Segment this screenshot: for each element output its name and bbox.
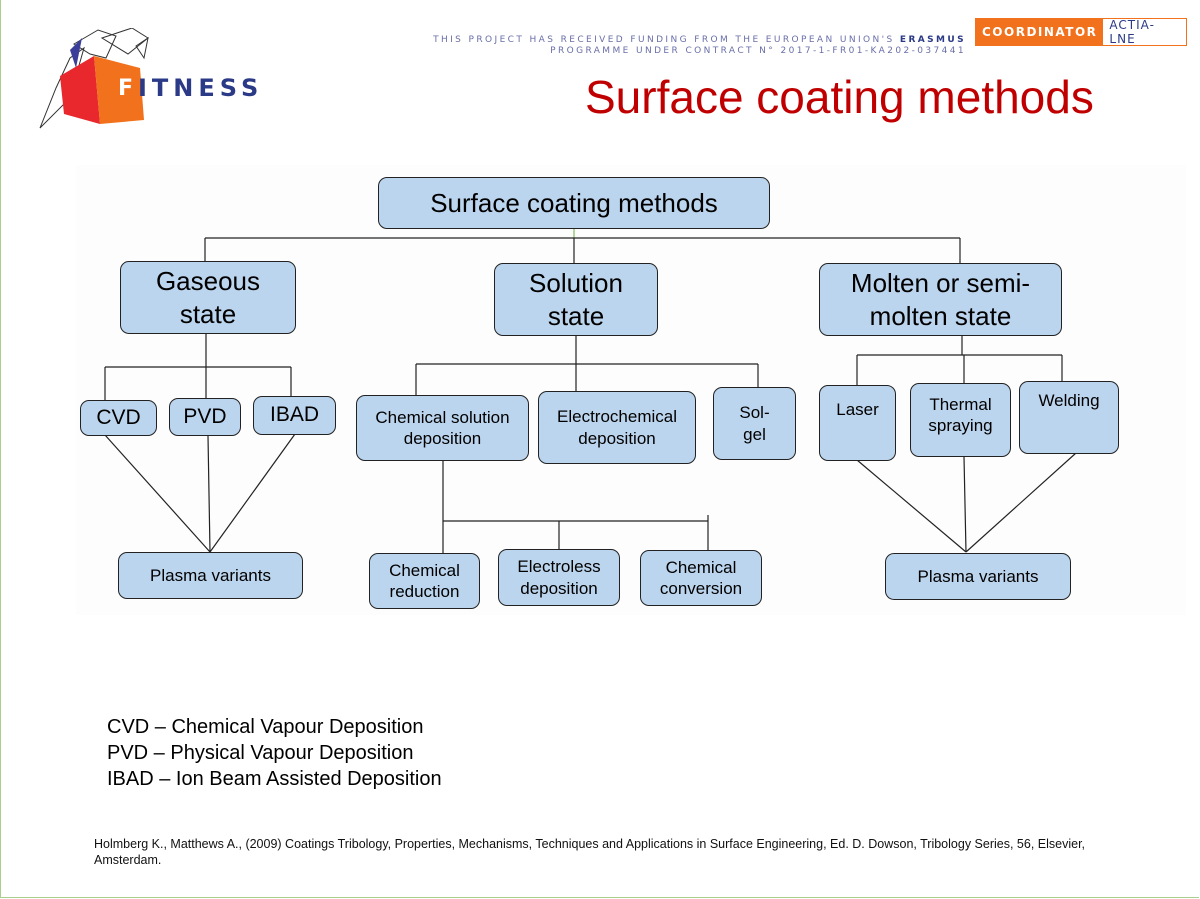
logo-letter-f: F <box>118 76 134 101</box>
node-root-label: Surface coating methods <box>430 187 718 218</box>
node-plasma-right-label: Plasma variants <box>917 566 1039 586</box>
node-chemical-conversion-label: Chemical conversion <box>659 557 743 598</box>
node-plasma-left: Plasma variants <box>118 552 303 599</box>
node-chemical-solution-deposition: Chemical solution deposition <box>356 395 529 461</box>
node-sol-gel: Sol-gel <box>713 387 796 460</box>
node-root: Surface coating methods <box>378 177 770 229</box>
node-electrochemical-label: Electrochemical deposition <box>557 407 677 448</box>
node-laser-label: Laser <box>836 400 879 419</box>
fitness-logo: F ITNESS <box>36 27 276 134</box>
node-pvd-label: PVD <box>183 404 227 428</box>
node-cvd-label: CVD <box>96 405 141 429</box>
funding-erasmus: ERASMUS <box>899 35 966 45</box>
slide-title: Surface coating methods <box>585 71 1094 123</box>
node-thermal-spraying: Thermal spraying <box>910 383 1011 457</box>
coordinator-value: ACTIA-LNE <box>1109 18 1155 46</box>
legend-cvd: CVD – Chemical Vapour Deposition <box>107 716 424 738</box>
node-pvd: PVD <box>169 398 241 436</box>
node-ibad-label: IBAD <box>269 403 319 427</box>
funding-line1: THIS PROJECT HAS RECEIVED FUNDING FROM T… <box>433 35 900 45</box>
legend-pvd: PVD – Physical Vapour Deposition <box>107 742 414 764</box>
node-cvd: CVD <box>80 400 157 436</box>
reference-citation: Holmberg K., Matthews A., (2009) Coating… <box>94 837 1086 867</box>
node-welding-label: Welding <box>1038 391 1100 410</box>
node-molten: Molten or semi-molten state <box>819 263 1062 336</box>
funding-line2: PROGRAMME UNDER CONTRACT N° 2017-1-FR01-… <box>550 46 966 56</box>
funding-notice: THIS PROJECT HAS RECEIVED FUNDING FROM T… <box>433 35 966 57</box>
node-gaseous: Gaseous state <box>120 261 296 334</box>
coordinator-label: COORDINATOR <box>976 19 1104 45</box>
node-chemical-solution-deposition-label: Chemical solution deposition <box>375 407 510 448</box>
node-chemical-conversion: Chemical conversion <box>640 550 762 606</box>
node-plasma-left-label: Plasma variants <box>150 565 271 585</box>
node-thermal-spraying-label: Thermal spraying <box>928 395 993 436</box>
node-solution: Solution state <box>494 263 658 336</box>
logo-graphic <box>39 27 149 129</box>
node-chemical-reduction-label: Chemical reduction <box>389 560 460 601</box>
abbreviation-legend: CVD – Chemical Vapour Deposition PVD – P… <box>107 714 442 792</box>
logo-wordmark: ITNESS <box>138 74 264 102</box>
node-ibad: IBAD <box>253 396 336 435</box>
node-solution-label: Solution state <box>529 268 623 331</box>
legend-ibad: IBAD – Ion Beam Assisted Deposition <box>107 768 442 790</box>
coating-methods-diagram: Surface coating methods Gaseous state So… <box>76 165 1186 615</box>
node-electroless: Electroless deposition <box>498 549 620 606</box>
node-welding: Welding <box>1019 381 1119 454</box>
node-gaseous-label: Gaseous state <box>155 266 261 329</box>
node-electrochemical: Electrochemical deposition <box>538 391 696 464</box>
coordinator-badge: COORDINATOR ACTIA-LNE <box>975 18 1187 46</box>
node-electroless-label: Electroless deposition <box>517 557 601 598</box>
node-laser: Laser <box>819 385 896 461</box>
node-sol-gel-label: Sol-gel <box>739 403 770 444</box>
connector-lines <box>104 228 1077 553</box>
node-chemical-reduction: Chemical reduction <box>369 553 480 609</box>
node-molten-label: Molten or semi-molten state <box>850 268 1031 331</box>
node-plasma-right: Plasma variants <box>885 553 1071 600</box>
